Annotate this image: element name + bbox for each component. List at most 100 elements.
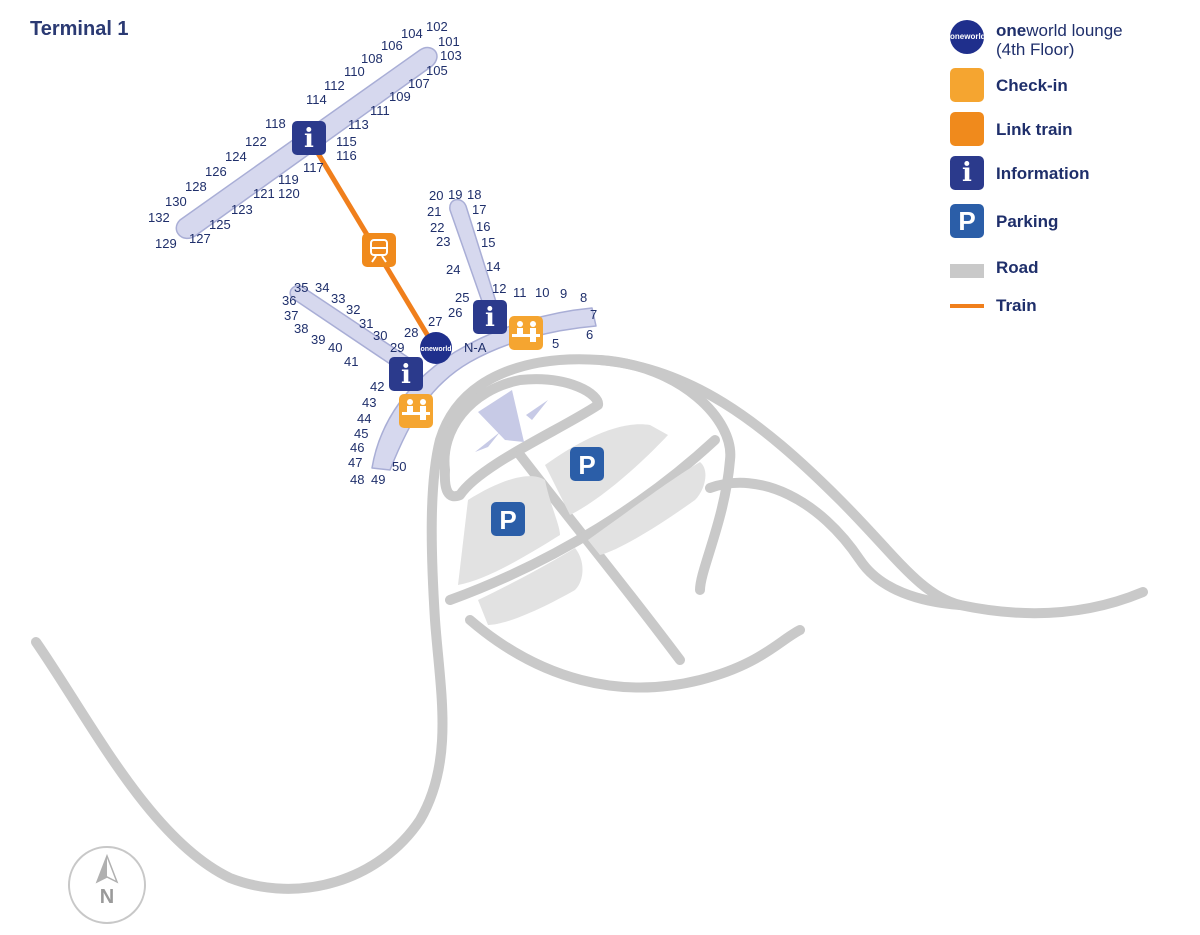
gate-label: 48 (350, 472, 364, 487)
gate-label: 5 (552, 336, 559, 351)
gate-label: 126 (205, 164, 227, 179)
gate-label: 11 (513, 285, 527, 300)
gate-label: 8 (580, 290, 587, 305)
gate-label: 37 (284, 308, 298, 323)
info-icon: i (950, 156, 984, 190)
legend-road-label: Road (996, 258, 1039, 277)
road-west-curve (31, 354, 1148, 894)
gate-label: 116 (336, 148, 357, 163)
apron-markers (475, 390, 548, 452)
gate-label: 103 (440, 48, 462, 63)
gate-label: 35 (294, 280, 308, 295)
info-icon (389, 357, 423, 391)
info-glyph: i (401, 360, 411, 390)
gate-label: 18 (467, 187, 481, 202)
gate-label: 16 (476, 219, 490, 234)
gate-label: 114 (306, 92, 327, 107)
gate-label: 31 (359, 316, 373, 331)
gate-label: 132 (148, 210, 170, 225)
train-icon (362, 233, 396, 267)
legend-checkin: Check-in (950, 68, 1190, 112)
gate-label: 19 (448, 187, 462, 202)
legend-parking: P Parking (950, 204, 1190, 254)
gate-label: 12 (492, 281, 506, 296)
oneworld-lounge-marker[interactable]: oneworld (420, 332, 452, 364)
gate-label: 109 (389, 89, 411, 104)
train-icon (950, 112, 984, 146)
parking-marker-west[interactable]: P (491, 502, 525, 536)
gate-label: 36 (282, 293, 296, 308)
gate-label: 30 (373, 328, 387, 343)
info-point-west[interactable]: i (389, 357, 423, 391)
parking-icon (491, 502, 525, 536)
gate-label: 50 (392, 459, 406, 474)
info-glyph: i (304, 124, 314, 154)
gate-label: 44 (357, 411, 371, 426)
parking-marker-north[interactable]: P (570, 447, 604, 481)
legend-road: Road (950, 254, 1190, 290)
gate-label: 17 (472, 202, 486, 217)
gate-label: 104 (401, 26, 423, 41)
oneworld-logo-icon: oneworld (950, 20, 986, 54)
legend-oneworld-label: oneworld lounge(4th Floor) (996, 21, 1123, 59)
gate-label: 6 (586, 327, 593, 342)
check-in-north[interactable] (509, 316, 543, 350)
gate-label: 124 (225, 149, 247, 164)
legend-information-label: Information (996, 164, 1090, 183)
gate-label: 20 (429, 188, 443, 203)
gate-label: 105 (426, 63, 448, 78)
check-in-icon (399, 394, 433, 428)
gate-label: 25 (455, 290, 469, 305)
gate-label: 128 (185, 179, 207, 194)
north-arrow: N (68, 846, 146, 924)
legend-train: Train (950, 290, 1190, 334)
check-in-west[interactable] (399, 394, 433, 428)
road-loop-inner (439, 374, 603, 502)
gate-label: 34 (315, 280, 329, 295)
gate-labels: 1021041011061031081051101071121091141111… (148, 19, 597, 487)
gate-label: 106 (381, 38, 403, 53)
road-south-arc (465, 615, 805, 693)
gate-label: 38 (294, 321, 308, 336)
gate-label: 24 (446, 262, 460, 277)
gate-label: 129 (155, 236, 177, 251)
gate-label: 41 (344, 354, 358, 369)
train-swatch (950, 304, 984, 308)
gate-label: 23 (436, 234, 450, 249)
parking-lot-east (588, 462, 706, 555)
gate-label: 117 (303, 160, 324, 175)
gate-label: 9 (560, 286, 567, 301)
road-swatch (950, 264, 984, 278)
legend-information: i Information (950, 156, 1190, 204)
legend-train-label: Train (996, 296, 1037, 315)
legend-link-train-label: Link train (996, 120, 1073, 139)
road-outer-loop (595, 355, 736, 595)
link-train-station[interactable] (362, 233, 396, 267)
gate-label: 40 (328, 340, 342, 355)
parking-icon (570, 447, 604, 481)
oneworld-logo-icon (420, 332, 452, 364)
info-point-north[interactable]: i (473, 300, 507, 334)
gate-label: 46 (350, 440, 364, 455)
north-arrow-icon (95, 853, 119, 884)
gate-label: 113 (348, 117, 369, 132)
gate-label: 112 (324, 78, 345, 93)
gate-label: 110 (344, 64, 365, 79)
info-point-pier-100[interactable]: i (292, 121, 326, 155)
gate-label: 102 (426, 19, 448, 34)
gate-label: 15 (481, 235, 495, 250)
gate-label: 26 (448, 305, 462, 320)
check-in-icon (950, 68, 984, 102)
gate-label: 42 (370, 379, 384, 394)
gate-label: 47 (348, 455, 362, 470)
gate-label: 14 (486, 259, 500, 274)
legend-link-train: Link train (950, 112, 1190, 156)
gate-label: 21 (427, 204, 441, 219)
parking-glyph: P (578, 450, 595, 480)
gate-label: 118 (265, 116, 286, 131)
legend-checkin-label: Check-in (996, 76, 1068, 95)
gate-label: 29 (390, 340, 404, 355)
gate-label: 115 (336, 134, 357, 149)
oneworld-logo-text: oneworld (420, 346, 451, 353)
